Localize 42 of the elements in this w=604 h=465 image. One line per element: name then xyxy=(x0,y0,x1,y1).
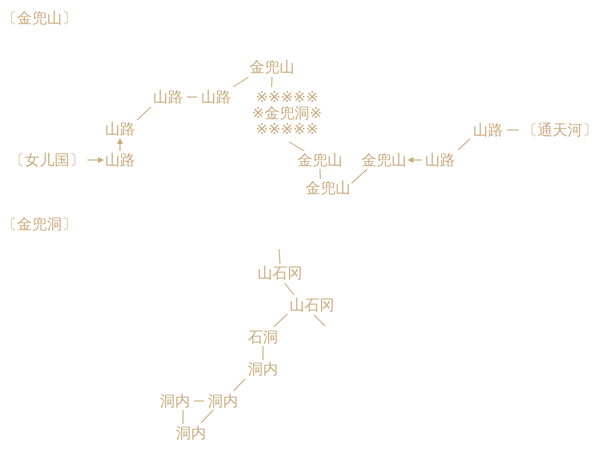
connector-line xyxy=(182,410,184,424)
connector-line xyxy=(233,378,246,392)
connector-line xyxy=(200,410,214,424)
place-name: 山路 xyxy=(105,152,135,168)
connector-line xyxy=(273,314,288,328)
place-name: 山路 xyxy=(201,89,231,105)
arrow xyxy=(117,138,123,152)
place-name: 山石冈 xyxy=(290,297,334,313)
place-name: 山石冈 xyxy=(258,265,302,281)
place-name: 山路 xyxy=(153,89,183,105)
connector-line xyxy=(271,76,272,88)
place-name: 山路 xyxy=(425,152,455,168)
connector-line xyxy=(314,314,326,326)
place-name: 洞内 xyxy=(248,361,278,377)
place-name: 〔通天河〕 xyxy=(522,122,598,138)
place-name: ※※※※※ ※金兜洞※ ※※※※※ xyxy=(252,89,322,137)
place-name: 金兜山 xyxy=(250,59,294,75)
place-name: 山路 xyxy=(105,121,135,137)
section-heading: 〔金兜山〕 xyxy=(2,10,77,26)
connector-line xyxy=(458,138,470,150)
place-name: 石洞 xyxy=(248,329,278,345)
place-name: 金兜山 xyxy=(306,180,350,196)
place-name: 洞内 xyxy=(160,393,190,409)
connector-line xyxy=(288,142,305,152)
place-name: 金兜山 xyxy=(298,152,342,168)
place-name: 洞内 xyxy=(208,393,238,409)
arrow xyxy=(408,157,422,163)
arrow xyxy=(87,157,104,163)
connector-line xyxy=(136,106,152,120)
place-name: 洞内 xyxy=(176,425,206,441)
place-name: 〔女儿国〕 xyxy=(10,152,84,168)
connector-line xyxy=(351,168,368,184)
connector-line xyxy=(278,248,280,264)
place-name: 金兜山 xyxy=(362,152,406,168)
connector-line xyxy=(194,400,204,402)
place-name: 山路 xyxy=(473,122,503,138)
connector-line xyxy=(186,96,198,98)
connector-line xyxy=(232,76,249,88)
connector-line xyxy=(320,168,321,180)
connector-line xyxy=(284,282,294,296)
connector-line xyxy=(262,346,264,360)
section-heading: 〔金兜洞〕 xyxy=(2,216,77,232)
